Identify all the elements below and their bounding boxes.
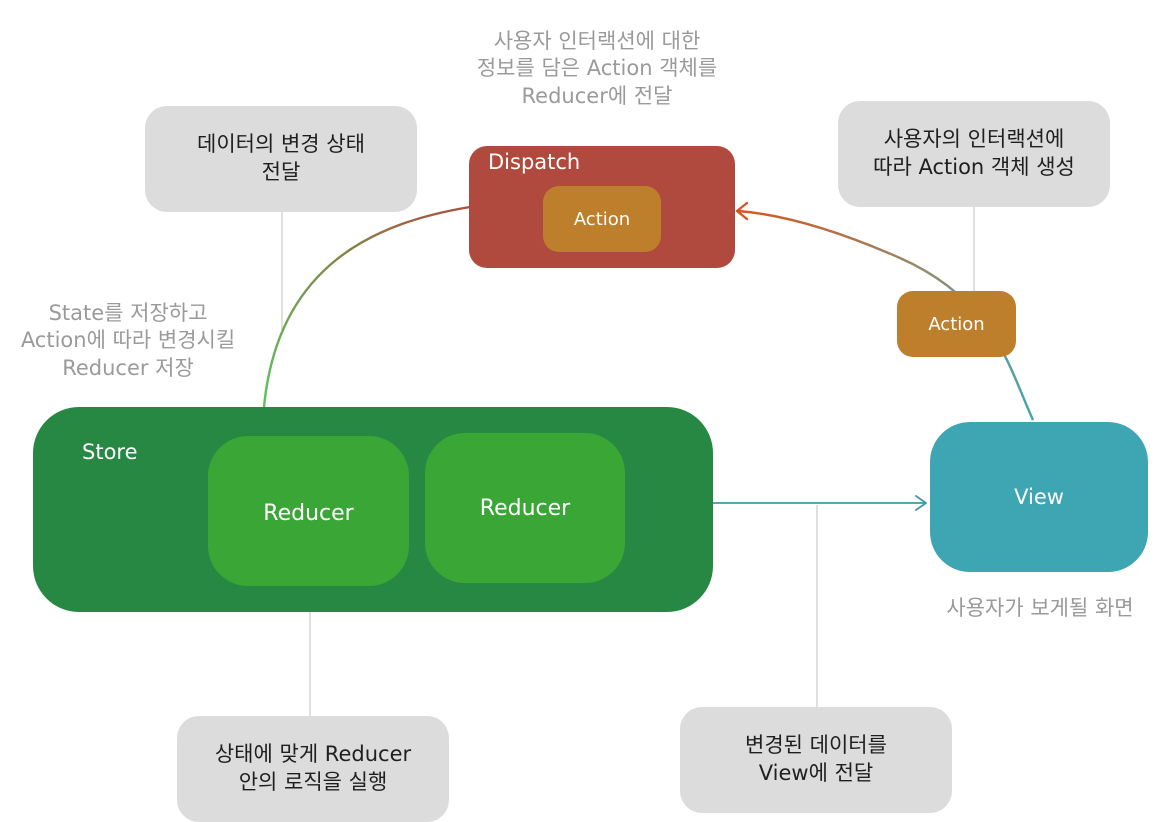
reducer-box-1: Reducer [208,436,409,586]
note-data-change: 데이터의 변경 상태 전달 [145,106,417,212]
note-reducer-logic: 상태에 맞게 Reducer 안의 로직을 실행 [177,716,449,822]
view-caption: 사용자가 보게될 화면 [946,596,1134,620]
note-deliver-to-view: 변경된 데이터를 View에 전달 [680,707,952,813]
dispatch-caption: 사용자 인터랙션에 대한 정보를 담은 Action 객체를 Reducer에 … [476,29,718,108]
store-to-view-arrowhead [915,495,927,511]
reducer-box-2: Reducer [425,433,625,583]
view-to-dispatch-arrow [737,209,1035,421]
view-to-dispatch-arrowhead [735,201,749,221]
view-box: View [930,422,1148,572]
store-title: Store [82,440,138,464]
store-caption: State를 저장하고 Action에 따라 변경시킬 Reducer 저장 [20,301,236,380]
dispatch-title: Dispatch [488,150,581,174]
view-action-box: Action [897,291,1016,357]
note-action-create: 사용자의 인터랙션에 따라 Action 객체 생성 [838,101,1110,207]
dispatch-to-store-arrow [261,205,471,421]
dispatch-action-box: Action [543,186,661,252]
